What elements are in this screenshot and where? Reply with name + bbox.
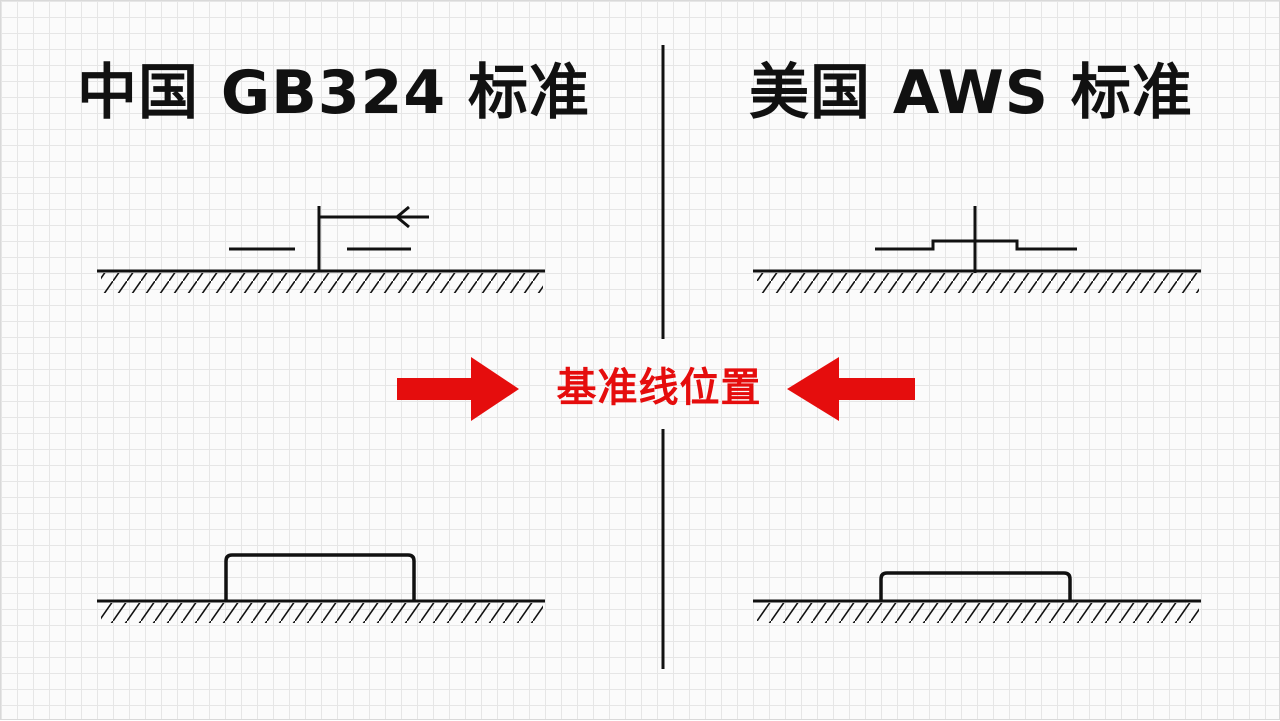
raised-plate [224,553,416,601]
gb-plate-symbol [97,553,545,623]
aws-plate-symbol [753,571,1201,623]
ground-hatch [101,603,543,623]
arrow-left-red [787,357,915,421]
arrow-right-red [397,357,519,421]
ground-hatch [101,273,543,293]
aws-weld-symbol [753,206,1201,293]
reference-line-position-label: 基准线位置 [556,365,762,411]
ground-hatch [757,273,1199,293]
left-standard-title: 中国 GB324 标准 [77,58,591,128]
right-standard-title: 美国 AWS 标准 [749,58,1193,128]
raised-plate [879,571,1072,601]
gb-fillet-symbol [97,205,545,293]
flag-arrow-head [394,205,410,229]
ground-hatch [757,603,1199,623]
